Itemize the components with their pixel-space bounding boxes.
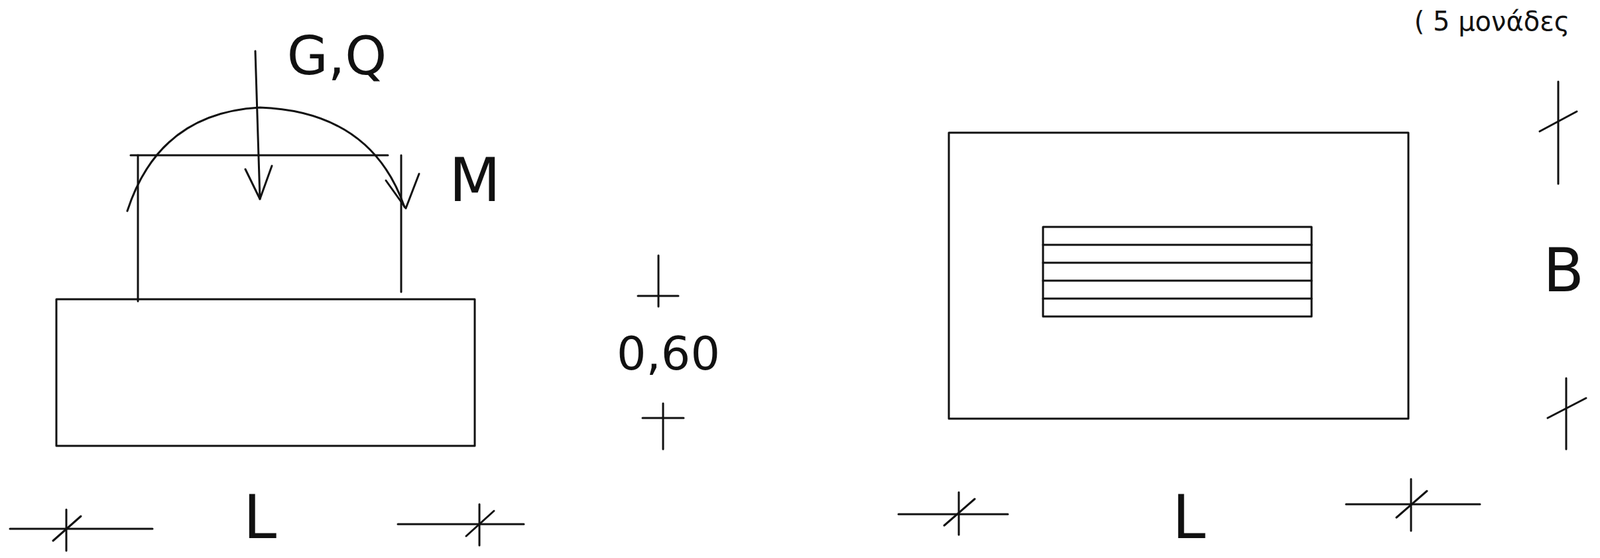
- points-note: ( 5 μονάδες: [1414, 7, 1571, 35]
- footing-plan: [948, 132, 1409, 419]
- arrow-head: [245, 165, 272, 199]
- dimension-label: L: [1172, 487, 1206, 548]
- tick-mark: [637, 295, 679, 298]
- tick-mark: [657, 255, 660, 307]
- dimension-label: L: [243, 487, 277, 548]
- column-edge: [137, 155, 140, 302]
- tick-mark: [1547, 397, 1587, 418]
- tick-mark: [1396, 490, 1427, 518]
- dimension-line: [9, 527, 153, 530]
- tick-mark: [1565, 377, 1568, 449]
- hatch-line: [1043, 297, 1312, 300]
- tick-mark: [1539, 111, 1577, 132]
- load-label: G,Q: [287, 29, 387, 83]
- hatch-line: [1043, 261, 1312, 264]
- tick-mark: [466, 510, 494, 536]
- load-arrow: [255, 51, 260, 199]
- dimension-label: B: [1542, 240, 1585, 301]
- arrow-head: [385, 173, 420, 209]
- tick-mark: [642, 417, 684, 420]
- column-edge: [400, 155, 403, 292]
- dimension-line: [898, 513, 1008, 516]
- hatch-line: [1043, 244, 1312, 247]
- tick-mark: [662, 403, 665, 449]
- footing-outline: [56, 299, 475, 446]
- tick-mark: [1557, 81, 1560, 184]
- dimension-label: 0,60: [616, 330, 721, 377]
- hatch-line: [1043, 279, 1312, 282]
- tick-mark: [53, 515, 81, 541]
- moment-label: M: [448, 150, 501, 211]
- moment-arc: [127, 107, 405, 211]
- dimension-line: [397, 523, 524, 526]
- tick-mark: [944, 498, 975, 526]
- column-plan: [1043, 226, 1312, 317]
